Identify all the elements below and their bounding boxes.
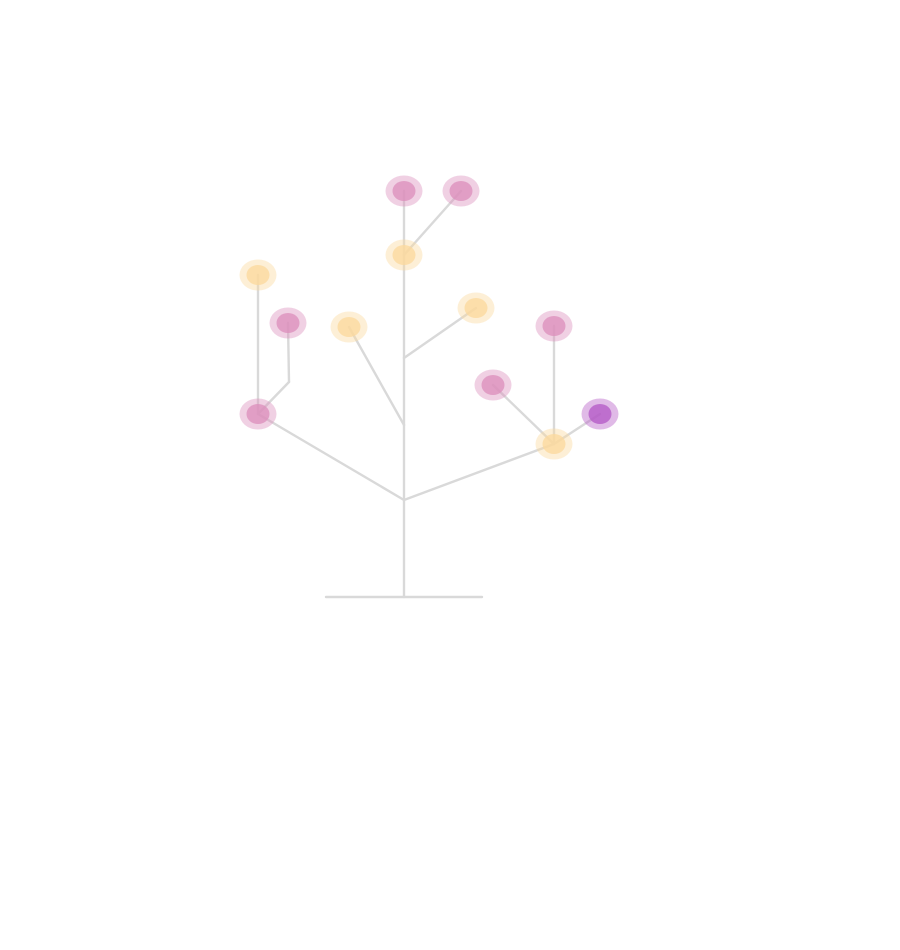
node-core: [246, 404, 270, 424]
node-core: [246, 265, 270, 285]
tree-nodes: [239, 175, 619, 460]
node-n7-pink: [385, 175, 423, 207]
node-core: [337, 317, 361, 337]
edge-n1-n3: [402, 442, 556, 502]
edge-n1-n2: [256, 412, 406, 502]
node-core: [542, 316, 566, 336]
node-n15-pink: [535, 310, 573, 342]
node-n6-peach: [385, 239, 423, 271]
node-core: [588, 404, 612, 424]
node-n8-pink: [442, 175, 480, 207]
node-n2-pink: [239, 398, 277, 430]
edge-n6-n8: [402, 189, 463, 257]
node-n13-pink: [269, 307, 307, 339]
node-core: [276, 313, 300, 333]
node-core: [392, 181, 416, 201]
node-core: [449, 181, 473, 201]
node-n16-purple: [581, 398, 619, 430]
node-core: [392, 245, 416, 265]
node-n14-pink: [474, 369, 512, 401]
node-n10-peach: [330, 311, 368, 343]
node-n11-peach: [239, 259, 277, 291]
node-n3-peach: [535, 428, 573, 460]
node-core: [542, 434, 566, 454]
node-core: [481, 375, 505, 395]
node-n9-peach: [457, 292, 495, 324]
tree-edges: [256, 189, 602, 599]
edge-n4-n10: [347, 325, 406, 427]
edge-n3-n14: [491, 383, 556, 446]
node-core: [464, 298, 488, 318]
edge-n5-n9: [402, 306, 478, 360]
